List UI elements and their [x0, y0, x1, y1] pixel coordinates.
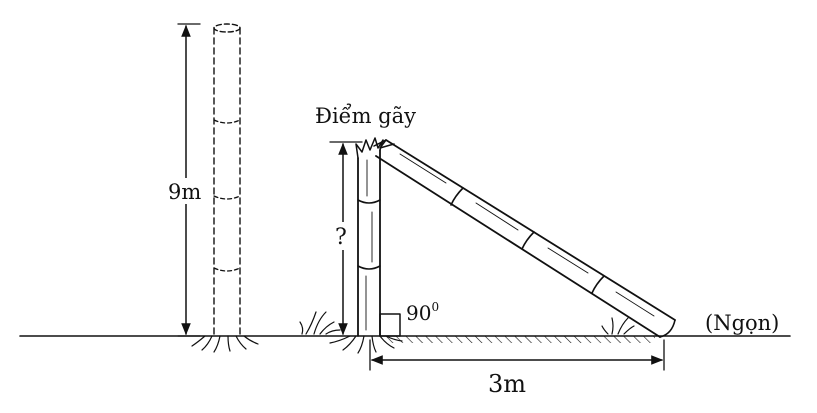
- label-right-angle: 900: [406, 300, 439, 325]
- label-tip: (Ngọn): [705, 311, 779, 335]
- original-bamboo-dashed: [213, 23, 241, 337]
- right-angle-mark: [379, 313, 401, 337]
- label-3m: 3m: [488, 370, 526, 398]
- label-unknown-height: ?: [335, 225, 347, 250]
- stump-roots: [329, 335, 403, 354]
- grass-tuft-right: [601, 317, 635, 335]
- standing-stump: [355, 137, 384, 337]
- fallen-bamboo: [373, 139, 676, 338]
- label-9m: 9m: [168, 180, 201, 204]
- label-break-point: Điểm gãy: [315, 104, 416, 128]
- original-bamboo-roots: [191, 335, 259, 353]
- ground-hatch: [385, 336, 655, 343]
- grass-tuft-left: [299, 311, 341, 335]
